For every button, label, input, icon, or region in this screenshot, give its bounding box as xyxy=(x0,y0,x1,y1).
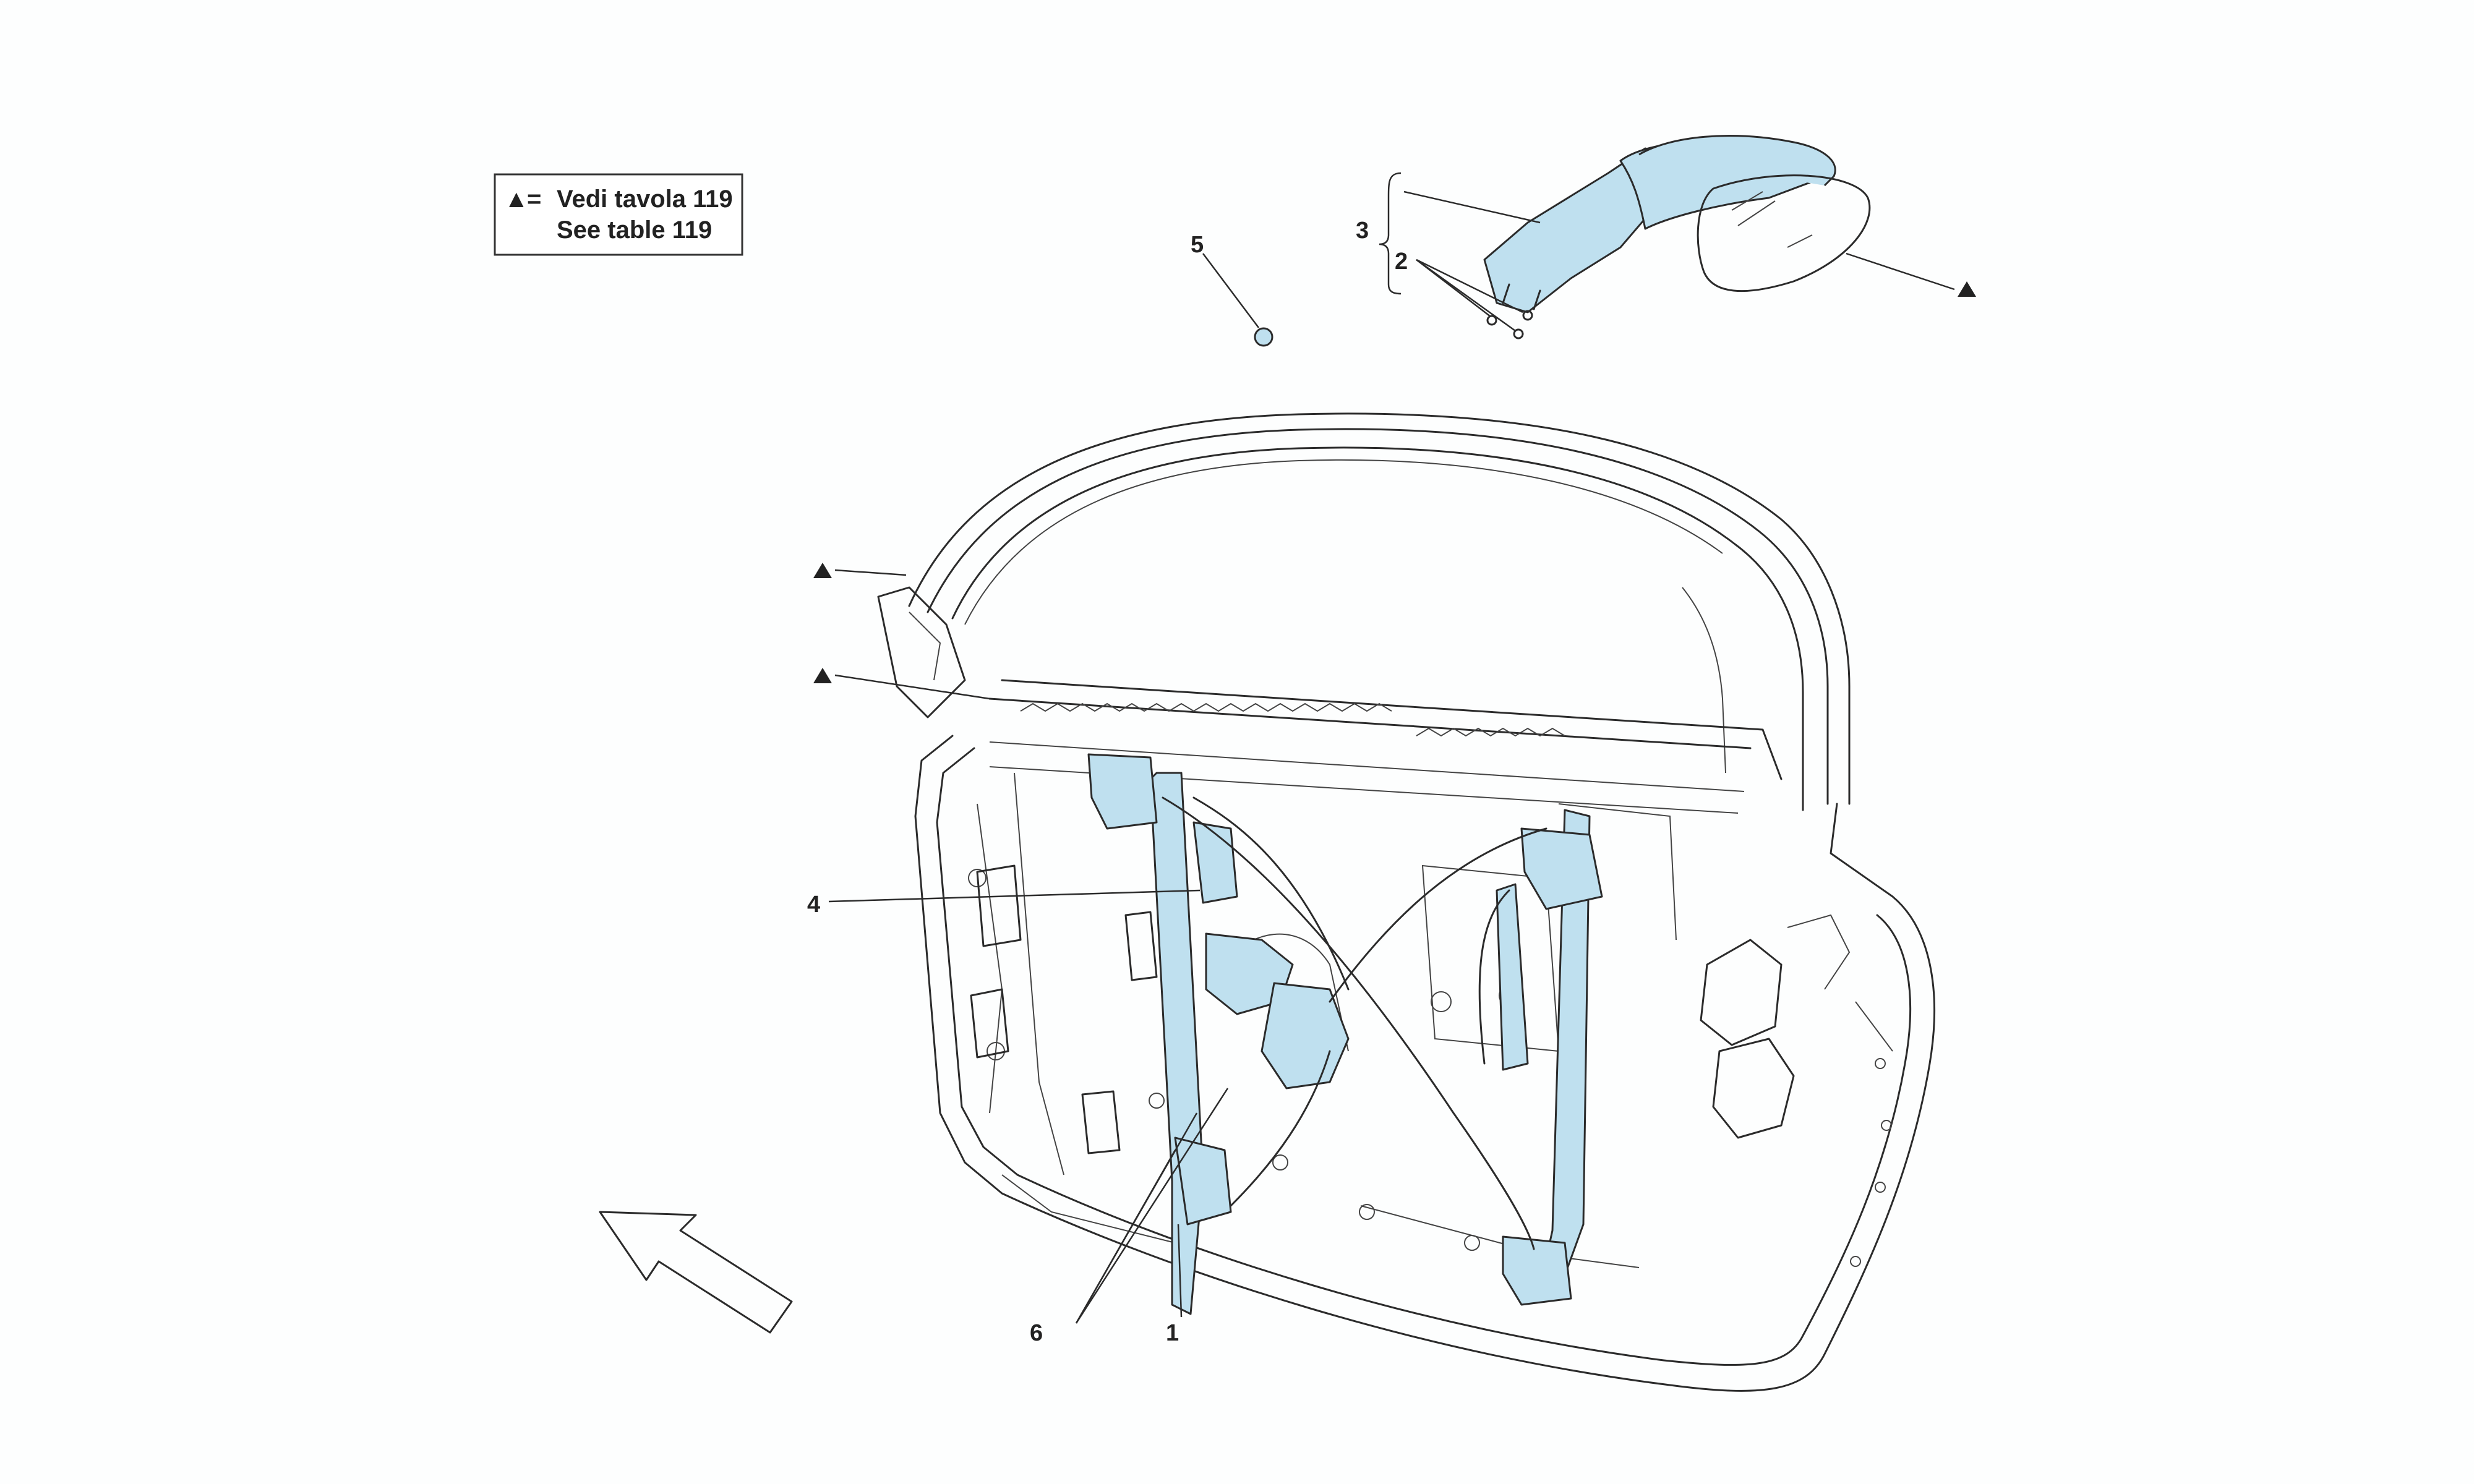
callout-labels: 1 2 3 4 5 6 xyxy=(807,218,1408,1346)
triangle-marker-icon xyxy=(1958,281,1976,297)
legend-equals: = xyxy=(527,186,541,213)
legend-line-en: See table 119 xyxy=(557,216,712,244)
legend-box: ▲ = Vedi tavola 119 See table 119 xyxy=(494,173,743,256)
legend-triangle-icon: ▲ xyxy=(504,186,529,213)
callout-6: 6 xyxy=(1030,1320,1043,1346)
triangle-marker-icon xyxy=(813,668,832,683)
leader-lines xyxy=(828,172,1955,1324)
callout-2: 2 xyxy=(1395,249,1408,275)
triangle-markers xyxy=(813,281,1976,683)
window-regulator xyxy=(1087,753,1603,1315)
grommet-part xyxy=(1254,327,1273,347)
direction-arrow-icon xyxy=(599,1211,793,1334)
callout-3: 3 xyxy=(1356,218,1369,244)
mirror-assembly xyxy=(1483,135,1871,339)
callout-4: 4 xyxy=(807,892,820,918)
callout-1: 1 xyxy=(1166,1320,1179,1346)
triangle-marker-icon xyxy=(813,563,832,578)
legend-line-it: Vedi tavola 119 xyxy=(557,186,733,213)
callout-5: 5 xyxy=(1191,232,1204,258)
